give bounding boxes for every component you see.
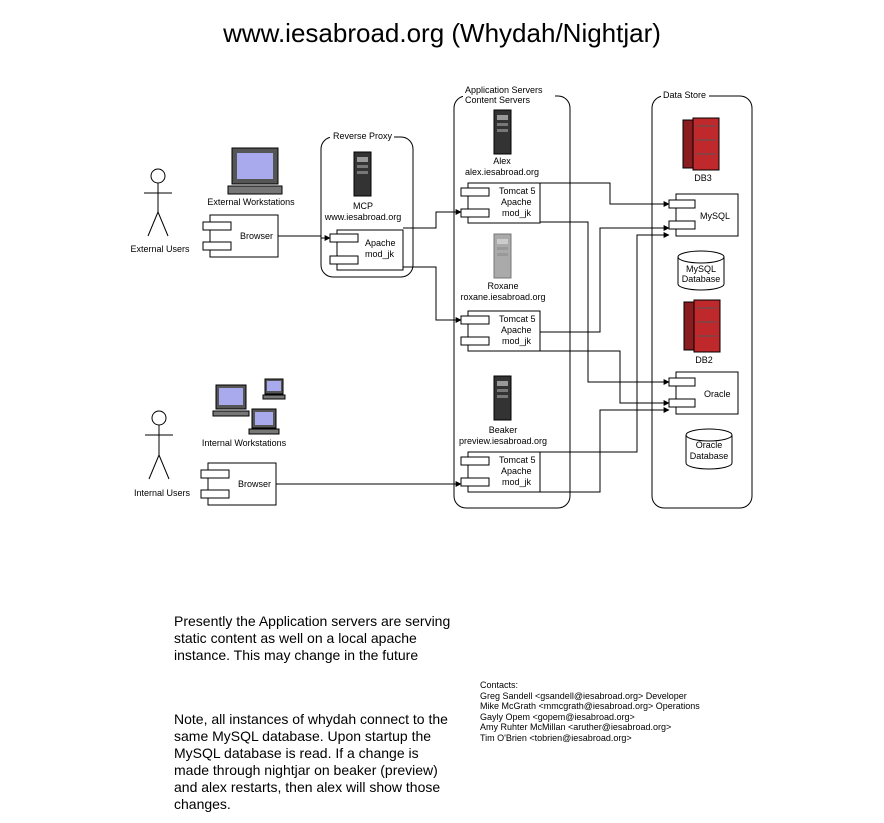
external-user-actor: [144, 168, 172, 237]
mysql-database-icon: [677, 250, 725, 291]
mysql-component: [668, 193, 739, 237]
external-workstations-label: External Workstations: [207, 197, 295, 207]
app-servers-label-line1: Application Servers: [465, 85, 543, 95]
internal-workstations-icon: [212, 378, 286, 435]
oracle-component: [668, 371, 739, 415]
alex-component-line2: Apache: [501, 197, 532, 207]
roxane-name: Roxane: [487, 281, 518, 291]
mcp-name: MCP: [353, 201, 373, 211]
note-static-content: Presently the Application servers are se…: [174, 613, 451, 663]
oracle-database-line1: Oracle: [696, 440, 723, 450]
contact-item: Greg Sandell <gsandell@iesabroad.org> De…: [480, 690, 687, 701]
alex-host: alex.iesabroad.org: [465, 167, 539, 177]
contact-item: Amy Ruhter McMillan <aruther@iesabroad.o…: [480, 722, 672, 733]
alex-tomcat-component: [460, 182, 541, 224]
beaker-tomcat-component: [460, 451, 541, 493]
internal-workstations-label: Internal Workstations: [202, 438, 287, 448]
external-workstation-icon: [227, 147, 283, 195]
beaker-component-line3: mod_jk: [502, 477, 532, 487]
internal-users-label: Internal Users: [134, 488, 191, 498]
contacts-block: Contacts: Greg Sandell <gsandell@iesabro…: [480, 680, 700, 744]
oracle-label: Oracle: [704, 389, 731, 399]
beaker-name: Beaker: [489, 425, 518, 435]
roxane-component-line3: mod_jk: [502, 336, 532, 346]
contacts-heading: Contacts:: [480, 680, 519, 690]
alex-server-icon: [493, 109, 512, 155]
data-store-label: Data Store: [663, 90, 706, 100]
internal-user-actor: [145, 410, 173, 480]
diagram-title: www.iesabroad.org (Whydah/Nightjar): [222, 18, 661, 48]
roxane-host: roxane.iesabroad.org: [460, 292, 545, 302]
proxy-component-line2: mod_jk: [365, 249, 395, 259]
mcp-server-icon: [353, 151, 372, 197]
contact-item: Tim O'Brien <tobrien@iesabroad.org>: [480, 732, 632, 743]
reverse-proxy-label: Reverse Proxy: [333, 131, 393, 141]
roxane-tomcat-component: [460, 310, 541, 352]
roxane-server-icon: [493, 233, 512, 279]
contact-item: Mike McGrath <mmcgrath@iesabroad.org> Op…: [480, 701, 700, 712]
external-browser-component: [202, 214, 279, 258]
internal-browser-component: [200, 462, 277, 506]
alex-component-line3: mod_jk: [502, 208, 532, 218]
alex-name: Alex: [493, 156, 511, 166]
application-servers-group: [453, 95, 571, 509]
connectors: [276, 182, 670, 493]
db2-label: DB2: [695, 355, 713, 365]
app-servers-label-line2: Content Servers: [465, 95, 531, 105]
db3-label: DB3: [694, 173, 712, 183]
mysql-label: MySQL: [700, 211, 730, 221]
db2-server-icon: [683, 299, 721, 353]
oracle-database-icon: [685, 428, 733, 470]
beaker-component-line1: Tomcat 5: [499, 455, 536, 465]
external-users-label: External Users: [130, 244, 190, 254]
internal-browser-label: Browser: [238, 479, 271, 489]
beaker-component-line2: Apache: [501, 466, 532, 476]
oracle-database-line2: Database: [690, 451, 729, 461]
alex-component-line1: Tomcat 5: [499, 186, 536, 196]
external-browser-label: Browser: [240, 231, 273, 241]
roxane-component-line2: Apache: [501, 325, 532, 335]
note-mysql-sync: Note, all instances of whydah connect to…: [174, 711, 448, 812]
mysql-database-line1: MySQL: [686, 264, 716, 274]
mcp-host: www.iesabroad.org: [324, 212, 402, 222]
beaker-host: preview.iesabroad.org: [459, 436, 547, 446]
db3-server-icon: [682, 117, 720, 171]
contact-item: Gayly Opem <gopem@iesabroad.org>: [480, 711, 635, 722]
beaker-server-icon: [493, 375, 512, 421]
mysql-database-line2: Database: [682, 274, 721, 284]
roxane-component-line1: Tomcat 5: [499, 314, 536, 324]
proxy-component-line1: Apache: [365, 238, 396, 248]
